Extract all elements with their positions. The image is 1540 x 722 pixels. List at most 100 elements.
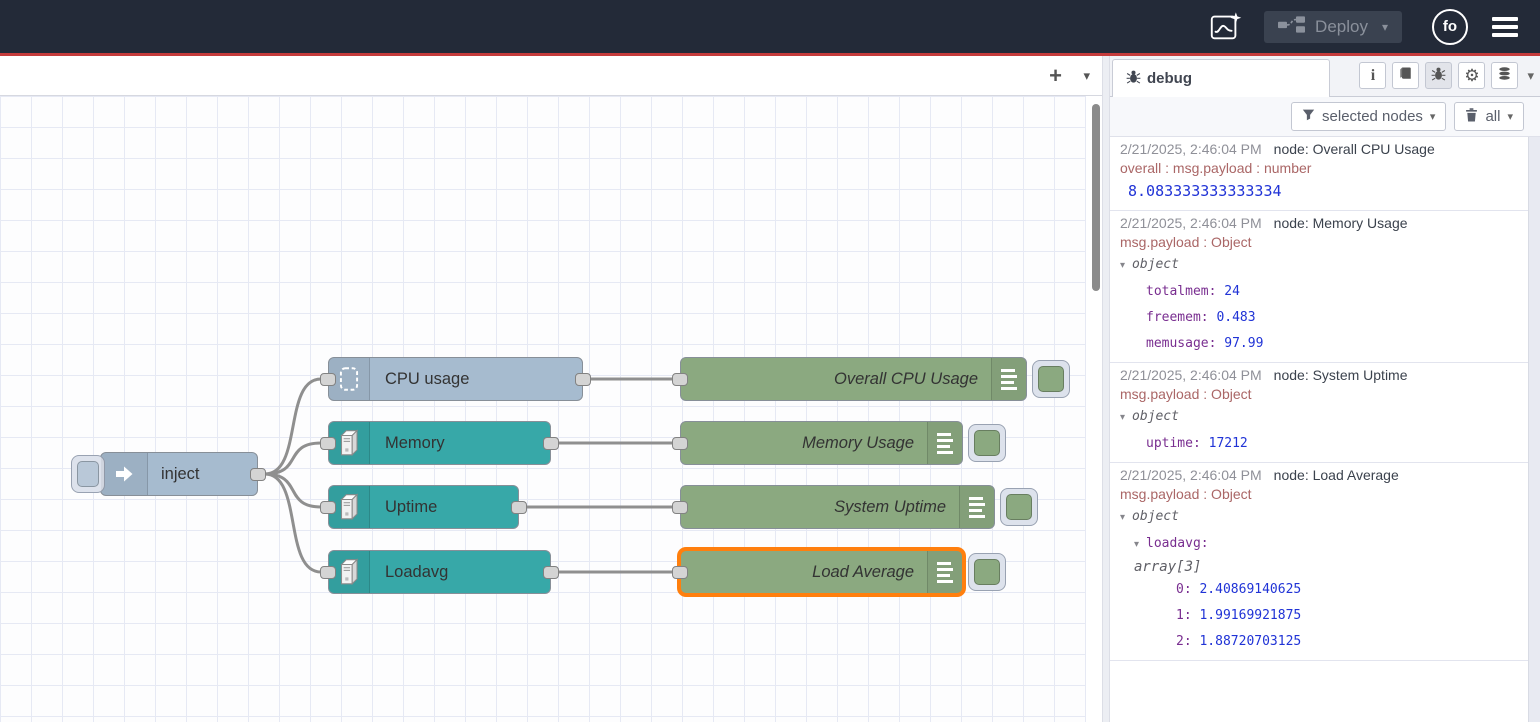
node-label: Overall CPU Usage <box>681 358 1026 400</box>
property-value: 0.483 <box>1216 310 1255 325</box>
message-meta: 2/21/2025, 2:46:04 PM node: Overall CPU U… <box>1120 140 1520 159</box>
filter-nodes-label: selected nodes <box>1322 108 1423 125</box>
node-inject[interactable]: inject <box>100 452 258 496</box>
input-port[interactable] <box>672 373 688 386</box>
node-loadavg[interactable]: Loadavg <box>328 550 551 594</box>
add-flow-button[interactable]: + <box>1049 56 1062 95</box>
message-entry: 0: 2.40869140625 <box>1120 577 1520 603</box>
input-port[interactable] <box>672 501 688 514</box>
sidebar-tabs-chevron-icon[interactable]: ▾ <box>1527 68 1534 84</box>
output-port[interactable] <box>543 437 559 450</box>
debug-filter-bar: selected nodes ▾ all ▾ <box>1110 97 1540 137</box>
debug-toggle-button[interactable] <box>1000 488 1038 526</box>
message-entry: 2: 1.88720703125 <box>1120 629 1520 655</box>
debug-message[interactable]: 2/21/2025, 2:46:04 PM node: System Uptime… <box>1110 363 1528 463</box>
node-dbg4[interactable]: Load Average <box>680 550 963 594</box>
help-tab-button[interactable] <box>1392 62 1419 89</box>
message-node-name: node: System Uptime <box>1274 366 1408 385</box>
debug-toggle-face <box>1038 366 1064 392</box>
debug-toggle-button[interactable] <box>1032 360 1070 398</box>
output-port[interactable] <box>543 566 559 579</box>
message-timestamp: 2/21/2025, 2:46:04 PM <box>1120 466 1262 485</box>
message-node-name: node: Overall CPU Usage <box>1274 140 1435 159</box>
debug-tab-button[interactable] <box>1425 62 1452 89</box>
input-port[interactable] <box>320 437 336 450</box>
debug-message[interactable]: 2/21/2025, 2:46:04 PM node: Overall CPU U… <box>1110 137 1528 211</box>
flow-sparkle-icon[interactable] <box>1208 10 1242 44</box>
debug-message[interactable]: 2/21/2025, 2:46:04 PMnode: Load Averagem… <box>1110 463 1528 661</box>
debug-message[interactable]: 2/21/2025, 2:46:04 PM node: Memory Usage m… <box>1110 211 1528 363</box>
clear-messages-button[interactable]: all ▾ <box>1454 102 1524 131</box>
wire[interactable] <box>265 474 321 507</box>
message-value-row: ▾object <box>1120 404 1520 431</box>
flow-canvas[interactable]: inject CPU usageMemoryUptimeLoadavg Overal… <box>0 96 1086 722</box>
deploy-button[interactable]: Deploy ▾ <box>1264 11 1402 43</box>
deploy-chevron-icon[interactable]: ▾ <box>1382 20 1388 34</box>
message-entry: totalmem: 24 <box>1120 279 1520 305</box>
collapse-caret-icon[interactable]: ▾ <box>1120 505 1132 531</box>
node-label: System Uptime <box>681 486 994 528</box>
node-label: CPU usage <box>329 358 582 400</box>
node-dbg3[interactable]: System Uptime <box>680 485 995 529</box>
debug-message-list: 2/21/2025, 2:46:04 PM node: Overall CPU U… <box>1110 137 1528 722</box>
property-key: freemem: <box>1146 310 1216 325</box>
wire[interactable] <box>265 443 321 474</box>
config-tab-button[interactable]: ⚙ <box>1458 62 1485 89</box>
debug-toggle-face <box>1006 494 1032 520</box>
property-value: 2.40869140625 <box>1199 582 1301 597</box>
input-port[interactable] <box>320 566 336 579</box>
collapse-caret-icon[interactable]: ▾ <box>1120 405 1132 431</box>
object-type-label: object <box>1132 409 1179 424</box>
canvas-scrollbar <box>1086 96 1102 722</box>
input-port[interactable] <box>320 501 336 514</box>
filter-nodes-button[interactable]: selected nodes ▾ <box>1291 102 1446 131</box>
node-label: inject <box>101 453 257 495</box>
tab-debug[interactable]: debug <box>1112 59 1330 97</box>
sidebar-splitter[interactable] <box>1102 56 1110 722</box>
node-dbg2[interactable]: Memory Usage <box>680 421 963 465</box>
property-key: 0: <box>1176 582 1199 597</box>
hamburger-menu-icon[interactable] <box>1492 17 1518 37</box>
property-value: 8.083333333333334 <box>1128 182 1282 200</box>
node-dbg1[interactable]: Overall CPU Usage <box>680 357 1027 401</box>
message-node-name: node: Load Average <box>1274 466 1399 485</box>
object-type-label: object <box>1132 257 1179 272</box>
node-uptime[interactable]: Uptime <box>328 485 519 529</box>
input-port[interactable] <box>672 566 688 579</box>
debug-toggle-face <box>974 430 1000 456</box>
canvas-scrollbar-thumb[interactable] <box>1092 104 1100 291</box>
debug-toggle-button[interactable] <box>968 424 1006 462</box>
message-timestamp: 2/21/2025, 2:46:04 PM <box>1120 140 1262 159</box>
message-entry: ▾loadavg: array[3] <box>1120 531 1520 577</box>
output-port[interactable] <box>250 468 266 481</box>
message-timestamp: 2/21/2025, 2:46:04 PM <box>1120 366 1262 385</box>
message-node-name: node: Memory Usage <box>1274 214 1408 233</box>
info-icon: i <box>1371 67 1375 85</box>
user-avatar[interactable]: fo <box>1432 9 1468 45</box>
node-memory[interactable]: Memory <box>328 421 551 465</box>
collapse-caret-icon[interactable]: ▾ <box>1120 253 1132 279</box>
book-icon <box>1398 66 1413 86</box>
collapse-caret-icon[interactable]: ▾ <box>1134 532 1146 558</box>
debug-toggle-face <box>974 559 1000 585</box>
property-value: 24 <box>1224 284 1240 299</box>
message-timestamp: 2/21/2025, 2:46:04 PM <box>1120 214 1262 233</box>
flow-list-chevron-icon[interactable]: ▾ <box>1083 56 1090 95</box>
sidebar-toolbar: i <box>1359 62 1534 89</box>
output-port[interactable] <box>511 501 527 514</box>
output-port[interactable] <box>575 373 591 386</box>
message-value-row: ▾object <box>1120 504 1520 531</box>
inject-button[interactable] <box>71 455 105 493</box>
property-key: memusage: <box>1146 336 1224 351</box>
input-port[interactable] <box>320 373 336 386</box>
property-value: 97.99 <box>1224 336 1263 351</box>
tab-debug-label: debug <box>1147 70 1192 87</box>
context-tab-button[interactable] <box>1491 62 1518 89</box>
debug-toggle-button[interactable] <box>968 553 1006 591</box>
sidebar-scrollbar[interactable] <box>1528 137 1540 722</box>
property-key: loadavg: <box>1146 536 1209 551</box>
info-tab-button[interactable]: i <box>1359 62 1386 89</box>
property-value: 17212 <box>1209 436 1248 451</box>
input-port[interactable] <box>672 437 688 450</box>
node-cpu[interactable]: CPU usage <box>328 357 583 401</box>
